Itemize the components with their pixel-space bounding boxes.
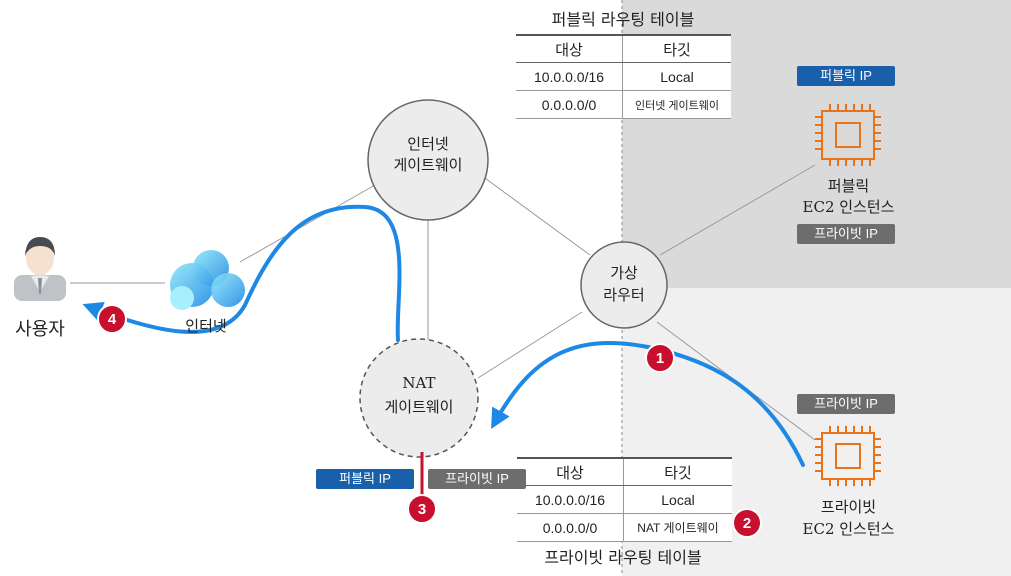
- public-ec2-private-ip-badge: 프라이빗 IP: [797, 224, 895, 244]
- private-table-title: 프라이빗 라우팅 테이블: [544, 548, 702, 567]
- step-4-label: 4: [108, 311, 117, 328]
- public-ec2-public-ip-badge: 퍼블릭 IP: [797, 66, 895, 86]
- nat-private-ip-badge: 프라이빗 IP: [428, 469, 526, 489]
- public-ec2-chip-icon: [815, 104, 881, 166]
- route-destination: 10.0.0.0/16: [517, 485, 624, 514]
- table-header: 타깃: [622, 34, 731, 63]
- step-3-marker: 3: [407, 494, 437, 524]
- public-ec2-label-line2: EC2 인스턴스: [802, 198, 895, 216]
- internet-cloud-icon: [170, 250, 245, 310]
- step-4-marker: 4: [97, 304, 127, 334]
- flow-arrow-ec2-to-nat: [491, 341, 805, 467]
- private-routing-table: 대상 타깃 10.0.0.0/16 Local 0.0.0.0/0 NAT 게이…: [517, 457, 732, 542]
- router-label-line2: 라우터: [603, 286, 645, 304]
- step-1-marker: 1: [645, 343, 675, 373]
- nat-label-line2: 게이트웨이: [384, 398, 454, 416]
- router-label-line1: 가상: [610, 264, 638, 282]
- route-target: Local: [622, 62, 731, 91]
- private-ec2-label-line1: 프라이빗: [820, 498, 877, 516]
- public-table-title: 퍼블릭 라우팅 테이블: [551, 10, 695, 29]
- user-label: 사용자: [15, 319, 65, 340]
- internet-gateway-node: [367, 99, 489, 221]
- table-row: 0.0.0.0/0 NAT 게이트웨이: [517, 513, 732, 542]
- private-ec2-chip-icon: [815, 426, 881, 486]
- route-target: Local: [623, 485, 732, 514]
- igw-label-line1: 인터넷: [407, 135, 449, 153]
- public-ec2-label-line1: 퍼블릭: [827, 177, 870, 195]
- nat-public-ip-badge: 퍼블릭 IP: [316, 469, 414, 489]
- route-target: NAT 게이트웨이: [623, 513, 732, 542]
- step-3-label: 3: [418, 501, 426, 518]
- route-target: 인터넷 게이트웨이: [622, 90, 731, 119]
- nat-label-line1: NAT: [402, 374, 436, 392]
- route-destination: 0.0.0.0/0: [517, 513, 624, 542]
- table-header: 대상: [516, 34, 623, 63]
- private-ec2-private-ip-badge: 프라이빗 IP: [797, 394, 895, 414]
- step-2-label: 2: [743, 515, 751, 532]
- route-destination: 0.0.0.0/0: [516, 90, 623, 119]
- table-header: 타깃: [623, 457, 732, 486]
- nat-gateway-node: [359, 338, 479, 458]
- igw-label-line2: 게이트웨이: [393, 156, 463, 174]
- flow-arrow-nat-to-user: [82, 204, 402, 342]
- user-icon: [14, 237, 66, 301]
- table-row: 10.0.0.0/16 Local: [516, 62, 731, 91]
- step-2-marker: 2: [732, 508, 762, 538]
- route-destination: 10.0.0.0/16: [516, 62, 623, 91]
- table-header: 대상: [517, 457, 624, 486]
- table-row: 0.0.0.0/0 인터넷 게이트웨이: [516, 90, 731, 119]
- public-routing-table: 대상 타깃 10.0.0.0/16 Local 0.0.0.0/0 인터넷 게이…: [516, 34, 731, 119]
- internet-label: 인터넷: [185, 317, 227, 335]
- table-row: 10.0.0.0/16 Local: [517, 485, 732, 514]
- private-ec2-label-line2: EC2 인스턴스: [802, 520, 895, 538]
- virtual-router-node: [580, 241, 668, 329]
- step-1-label: 1: [656, 350, 664, 367]
